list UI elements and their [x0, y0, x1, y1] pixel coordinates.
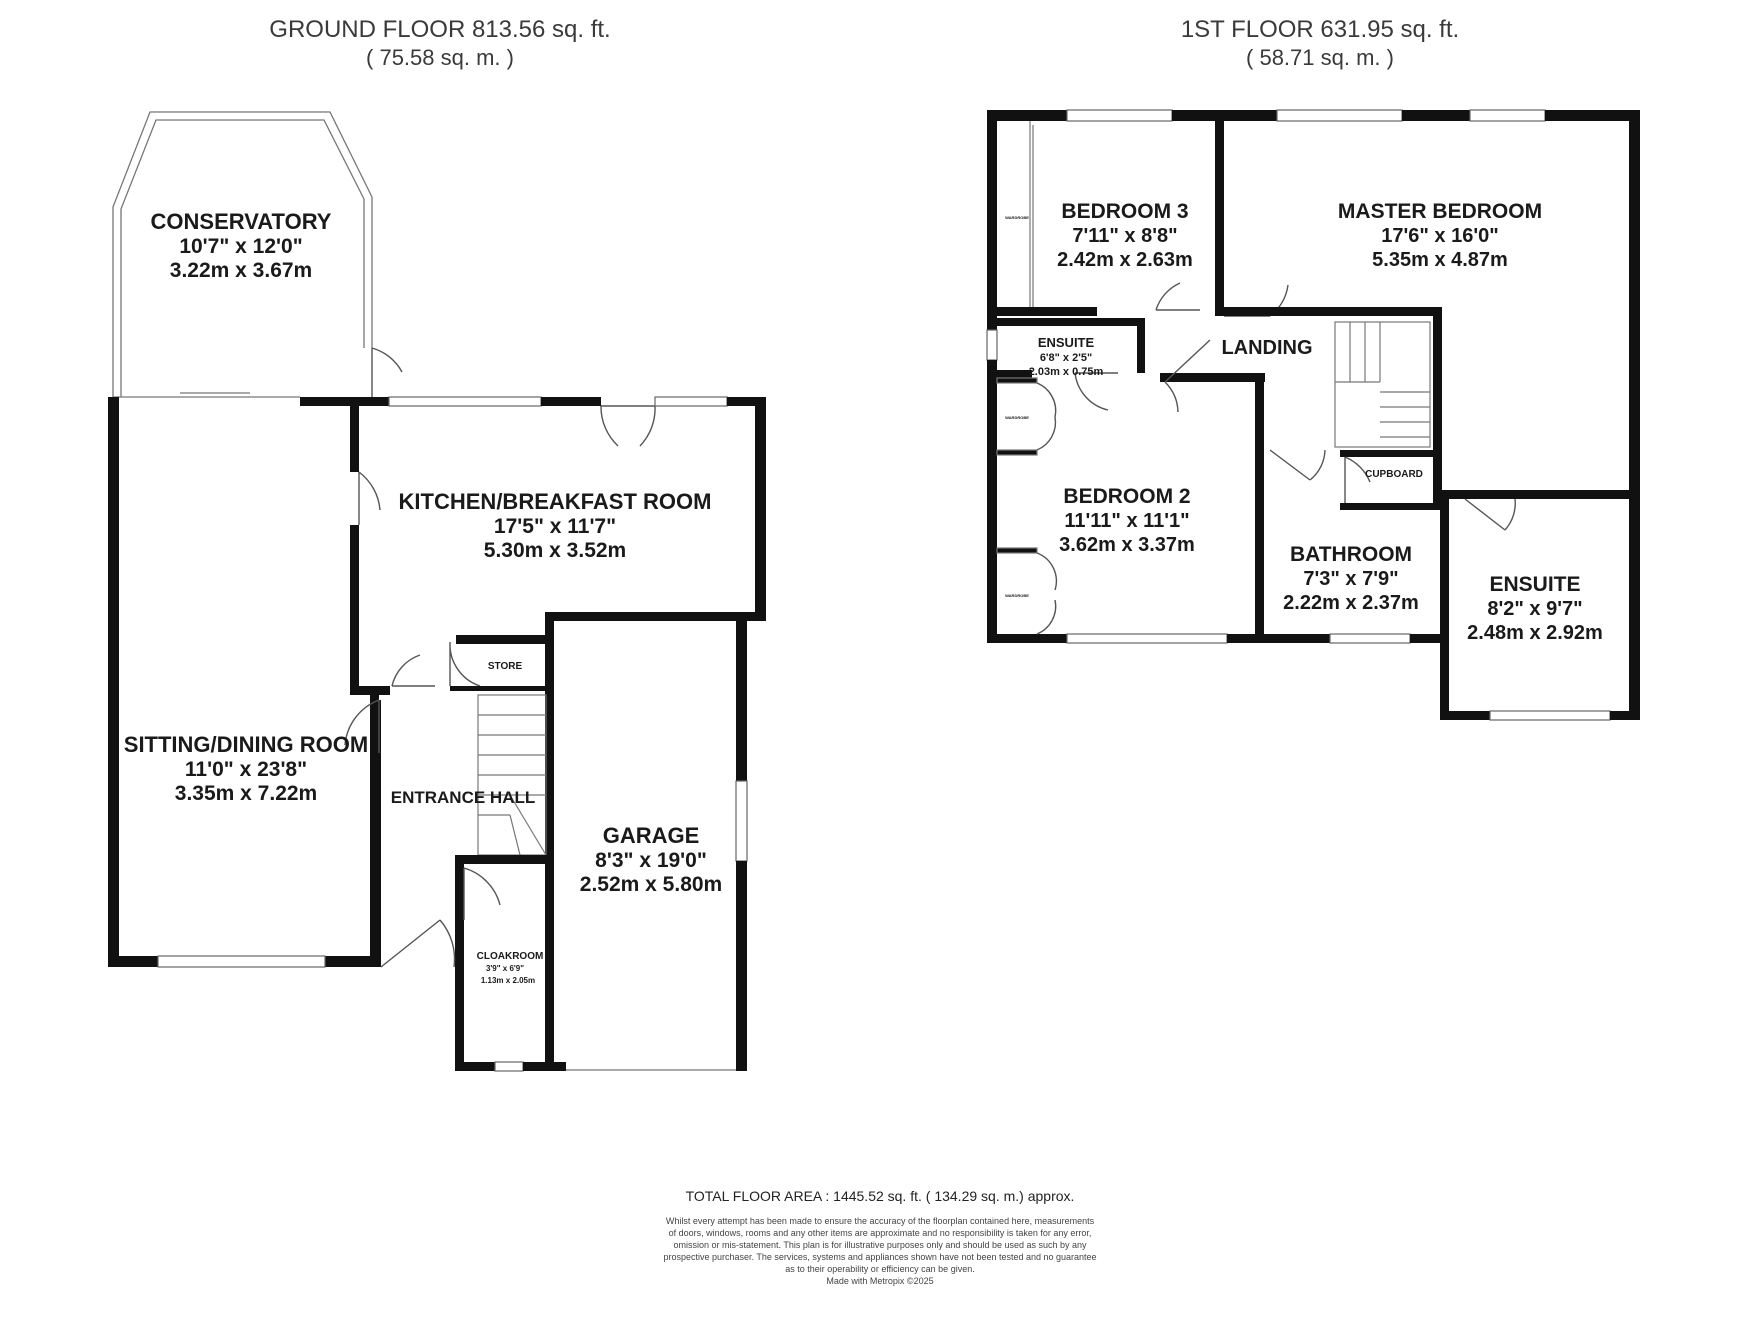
credit: Made with Metropix ©2025: [826, 1276, 933, 1286]
first-floor-subtitle: ( 58.71 sq. m. ): [1246, 45, 1394, 70]
sitting-kitchen-door: [358, 471, 381, 525]
svg-text:GARAGE: GARAGE: [603, 823, 700, 848]
room-label-bedroom2: BEDROOM 2 11'11" x 11'1" 3.62m x 3.37m: [1059, 485, 1195, 556]
svg-text:SITTING/DINING ROOM: SITTING/DINING ROOM: [124, 732, 368, 757]
room-label-garage: GARAGE 8'3" x 19'0" 2.52m x 5.80m: [580, 823, 722, 896]
svg-text:3.35m x 7.22m: 3.35m x 7.22m: [175, 782, 317, 805]
window: [388, 396, 542, 407]
total-floor-area: TOTAL FLOOR AREA : 1445.52 sq. ft. ( 134…: [686, 1188, 1075, 1204]
bathroom-door: [1269, 449, 1326, 481]
svg-text:2.03m x 0.75m: 2.03m x 0.75m: [1029, 366, 1104, 378]
svg-text:BEDROOM 2: BEDROOM 2: [1063, 485, 1190, 508]
front-door: [380, 919, 456, 968]
room-label-bathroom: BATHROOM 7'3" x 7'9" 2.22m x 2.37m: [1283, 543, 1419, 614]
window: [157, 955, 326, 968]
ground-floor-subtitle: ( 75.58 sq. m. ): [366, 45, 514, 70]
window: [735, 780, 748, 862]
window: [1329, 633, 1411, 644]
wardrobe-label: WARDROBE: [1005, 415, 1029, 420]
svg-text:ENSUITE: ENSUITE: [1038, 335, 1095, 350]
room-label-small-ensuite: ENSUITE 6'8" x 2'5" 2.03m x 0.75m: [1029, 335, 1104, 378]
svg-text:CLOAKROOM: CLOAKROOM: [477, 951, 544, 962]
window: [986, 329, 998, 361]
first-floor-plan: [986, 109, 1640, 721]
window: [494, 1061, 524, 1072]
window: [1066, 109, 1173, 122]
room-label-ensuite: ENSUITE 8'2" x 9'7" 2.48m x 2.92m: [1467, 573, 1603, 644]
kitchen-rear-door: [600, 405, 656, 447]
svg-text:11'11" x 11'1": 11'11" x 11'1": [1064, 510, 1189, 532]
ground-stairs: [477, 694, 547, 856]
ground-floor-title: GROUND FLOOR 813.56 sq. ft.: [269, 16, 610, 43]
room-label-master-bedroom: MASTER BEDROOM 17'6" x 16'0" 5.35m x 4.8…: [1338, 200, 1542, 271]
room-label-landing: LANDING: [1221, 337, 1312, 359]
svg-text:7'11" x 8'8": 7'11" x 8'8": [1072, 225, 1177, 247]
room-label-cloakroom: CLOAKROOM 3'9" x 6'9" 1.13m x 2.05m: [477, 951, 544, 985]
room-label-kitchen: KITCHEN/BREAKFAST ROOM 17'5" x 11'7" 5.3…: [399, 489, 712, 562]
hall-sitting-door: [344, 699, 380, 753]
cupboard-door: [1344, 456, 1371, 503]
svg-text:10'7" x 12'0": 10'7" x 12'0": [179, 235, 302, 258]
svg-text:2.52m x 5.80m: 2.52m x 5.80m: [580, 873, 722, 896]
room-label-cupboard: CUPBOARD: [1365, 469, 1423, 480]
window: [1276, 109, 1403, 122]
first-stairs: [1334, 321, 1431, 448]
room-label-sitting-dining: SITTING/DINING ROOM 11'0" x 23'8" 3.35m …: [124, 732, 368, 805]
svg-text:5.30m x 3.52m: 5.30m x 3.52m: [484, 539, 626, 562]
svg-text:KITCHEN/BREAKFAST ROOM: KITCHEN/BREAKFAST ROOM: [399, 489, 712, 514]
svg-text:of doors, windows, rooms and a: of doors, windows, rooms and any other i…: [669, 1228, 1092, 1238]
svg-text:ENSUITE: ENSUITE: [1489, 573, 1580, 596]
bedroom3-door: [1155, 282, 1200, 311]
ground-floor-plan: [108, 111, 766, 1072]
svg-text:17'6" x 16'0": 17'6" x 16'0": [1381, 225, 1498, 247]
svg-text:2.22m x 2.37m: 2.22m x 2.37m: [1283, 592, 1419, 614]
svg-text:MASTER BEDROOM: MASTER BEDROOM: [1338, 200, 1542, 223]
svg-text:8'3" x 19'0": 8'3" x 19'0": [595, 849, 707, 872]
svg-text:8'2" x 9'7": 8'2" x 9'7": [1487, 598, 1582, 620]
svg-text:BATHROOM: BATHROOM: [1290, 543, 1412, 566]
room-label-entrance-hall: ENTRANCE HALL: [391, 788, 536, 807]
window: [654, 396, 728, 407]
window: [1489, 710, 1611, 721]
wardrobe-label: WARDROBE: [1005, 593, 1029, 598]
svg-text:3.62m x 3.37m: 3.62m x 3.37m: [1059, 534, 1195, 556]
disclaimer: Whilst every attempt has been made to en…: [663, 1216, 1096, 1286]
bedroom2-wardrobes: [996, 377, 1058, 635]
svg-text:3'9" x 6'9": 3'9" x 6'9": [486, 964, 524, 973]
wardrobe-label: WARDROBE: [1005, 215, 1029, 220]
svg-text:prospective purchaser. The ser: prospective purchaser. The services, sys…: [663, 1252, 1096, 1262]
svg-text:7'3" x 7'9": 7'3" x 7'9": [1303, 568, 1398, 590]
svg-text:Whilst every attempt has been: Whilst every attempt has been made to en…: [666, 1216, 1095, 1226]
window: [1066, 633, 1228, 644]
store-door: [449, 641, 481, 687]
svg-text:1.13m x 2.05m: 1.13m x 2.05m: [481, 976, 535, 985]
svg-text:2.48m x 2.92m: 2.48m x 2.92m: [1467, 622, 1603, 644]
room-label-bedroom3: BEDROOM 3 7'11" x 8'8" 2.42m x 2.63m: [1057, 200, 1193, 271]
svg-text:11'0" x 23'8": 11'0" x 23'8": [185, 758, 307, 781]
small-ensuite-door: [1074, 372, 1118, 411]
conservatory-outline: [112, 111, 373, 398]
svg-text:BEDROOM 3: BEDROOM 3: [1061, 200, 1188, 223]
svg-text:2.42m x 2.63m: 2.42m x 2.63m: [1057, 249, 1193, 271]
hall-kitchen-door: [391, 654, 435, 687]
room-label-store: STORE: [488, 661, 523, 672]
svg-text:omission or mis-statement. Thi: omission or mis-statement. This plan is …: [673, 1240, 1087, 1250]
window: [1469, 109, 1546, 122]
svg-text:5.35m x 4.87m: 5.35m x 4.87m: [1372, 249, 1508, 271]
ensuite-door: [1464, 498, 1516, 531]
room-label-conservatory: CONSERVATORY 10'7" x 12'0" 3.22m x 3.67m: [151, 209, 332, 282]
svg-text:as to their operability or eff: as to their operability or efficiency ca…: [785, 1264, 974, 1274]
conservatory-door: [371, 347, 403, 397]
svg-text:17'5" x 11'7": 17'5" x 11'7": [494, 515, 616, 538]
svg-text:3.22m x 3.67m: 3.22m x 3.67m: [170, 259, 312, 282]
cloakroom-door: [463, 867, 501, 920]
bedroom2-door: [1164, 339, 1211, 413]
svg-text:6'8" x 2'5": 6'8" x 2'5": [1040, 352, 1092, 364]
svg-text:CONSERVATORY: CONSERVATORY: [151, 209, 332, 234]
first-floor-title: 1ST FLOOR 631.95 sq. ft.: [1181, 16, 1459, 43]
